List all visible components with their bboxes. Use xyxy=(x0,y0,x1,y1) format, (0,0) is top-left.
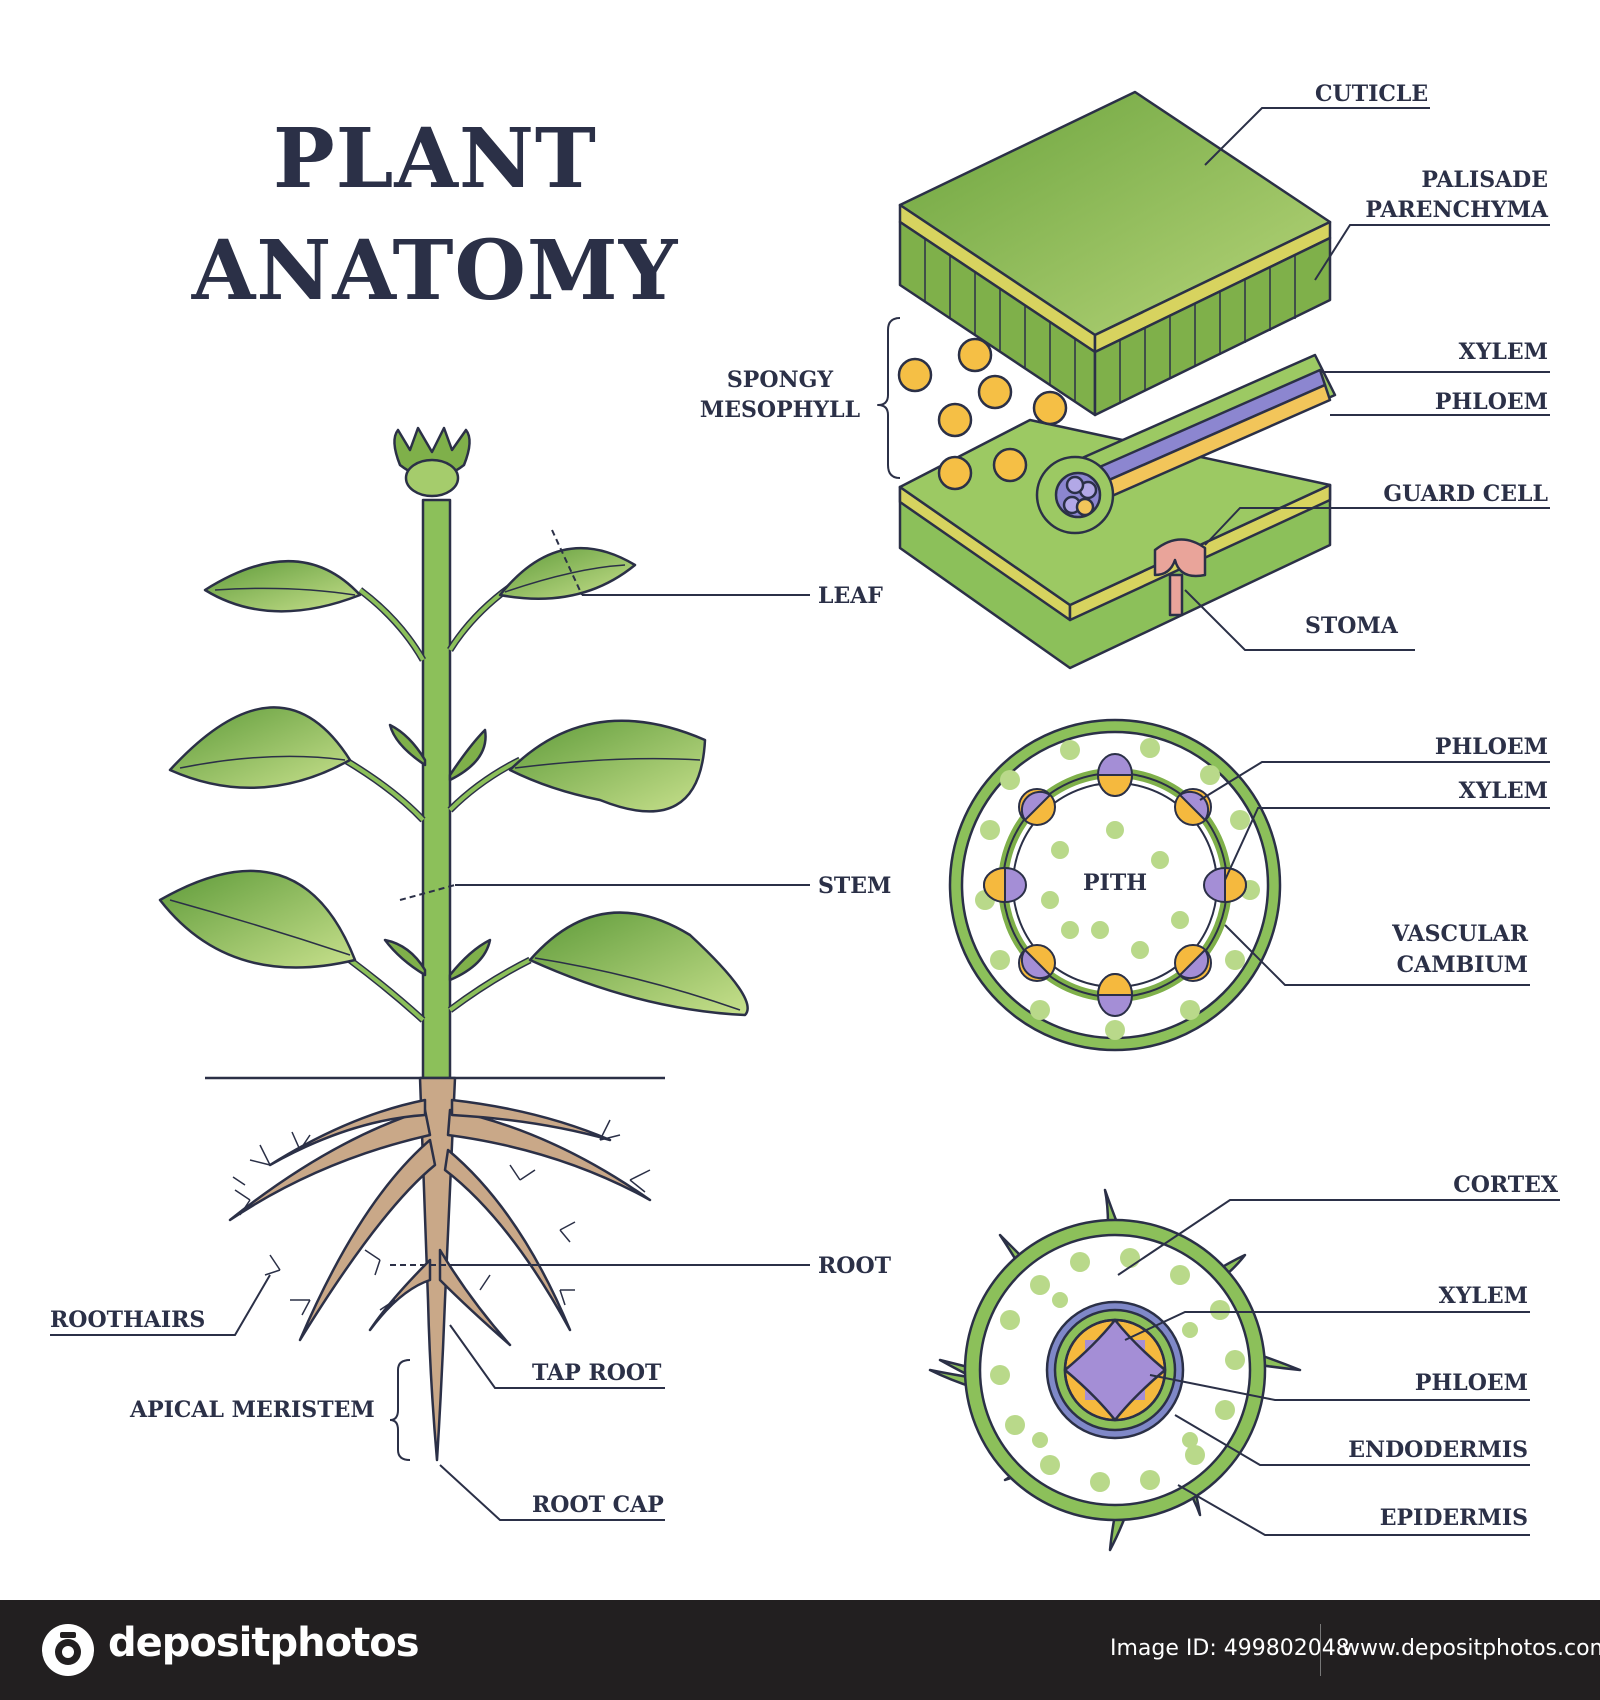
label-spongy-2: MESOPHYLL xyxy=(699,397,861,423)
label-cortex: CORTEX xyxy=(1453,1172,1558,1198)
label-stoma: STOMA xyxy=(1305,613,1398,639)
title-line-1: PLANT xyxy=(273,111,597,207)
label-stem-phloem: PHLOEM xyxy=(1434,734,1548,760)
leaf-section-leaders xyxy=(1184,107,1550,651)
label-cuticle: CUTICLE xyxy=(1315,81,1429,107)
plant xyxy=(158,426,749,1087)
label-stem: STEM xyxy=(818,873,892,899)
image-id: Image ID: 499802048 xyxy=(1110,1636,1350,1661)
stem xyxy=(421,498,452,1087)
label-endodermis: ENDODERMIS xyxy=(1348,1437,1528,1463)
leaf-low-right xyxy=(528,911,749,1017)
flower-bud xyxy=(393,426,471,498)
stem-section-leaders xyxy=(1199,761,1550,986)
label-guard-cell: GUARD CELL xyxy=(1383,481,1548,507)
leaf-upper-left xyxy=(203,560,362,613)
root-section-leaders xyxy=(1117,1199,1560,1536)
footer-bar: depositphotos Image ID: 499802048 www.de… xyxy=(0,1600,1600,1700)
label-leaf-xylem: XYLEM xyxy=(1458,339,1548,365)
label-palisade-2: PARENCHYMA xyxy=(1365,197,1548,223)
label-apical-meristem: APICAL MERISTEM xyxy=(130,1397,375,1423)
label-spongy-1: SPONGY xyxy=(726,367,834,393)
label-pith: PITH xyxy=(1083,870,1147,896)
leaf-low-left xyxy=(158,869,357,969)
label-roothairs: ROOTHAIRS xyxy=(50,1307,206,1333)
label-stem-xylem: XYLEM xyxy=(1458,778,1548,804)
plant-leaders xyxy=(50,529,810,1521)
label-vascular-2: CAMBIUM xyxy=(1396,952,1528,978)
diagram-canvas xyxy=(50,90,1560,1552)
label-leaf: LEAF xyxy=(818,583,883,609)
footer-divider xyxy=(1320,1624,1321,1676)
roots xyxy=(228,1076,652,1462)
label-root: ROOT xyxy=(818,1253,891,1279)
label-leaf-phloem: PHLOEM xyxy=(1434,389,1548,415)
brand-name: depositphotos xyxy=(108,1620,420,1666)
label-root-cap: ROOT CAP xyxy=(532,1492,664,1518)
root-cross-section xyxy=(928,1188,1302,1552)
label-epidermis: EPIDERMIS xyxy=(1379,1505,1528,1531)
label-tap-root: TAP ROOT xyxy=(532,1360,662,1386)
leaf-upper-right xyxy=(498,546,637,600)
label-root-phloem: PHLOEM xyxy=(1414,1370,1528,1396)
title-line-2: ANATOMY xyxy=(191,223,679,319)
vascular-bundles xyxy=(983,753,1247,1017)
leaf-cross-section xyxy=(877,90,1337,670)
label-root-xylem: XYLEM xyxy=(1438,1283,1528,1309)
label-vascular-1: VASCULAR xyxy=(1392,921,1528,947)
leaf-mid-left xyxy=(168,706,352,790)
camera-logo-icon xyxy=(42,1624,94,1676)
plant-anatomy-illustration xyxy=(50,90,1560,1552)
leaf-mid-right xyxy=(508,719,707,813)
site-url: www.depositphotos.com xyxy=(1342,1636,1600,1661)
stem-cross-section xyxy=(948,718,1282,1052)
root-hairs xyxy=(232,1119,651,1316)
label-palisade-1: PALISADE xyxy=(1421,167,1548,193)
